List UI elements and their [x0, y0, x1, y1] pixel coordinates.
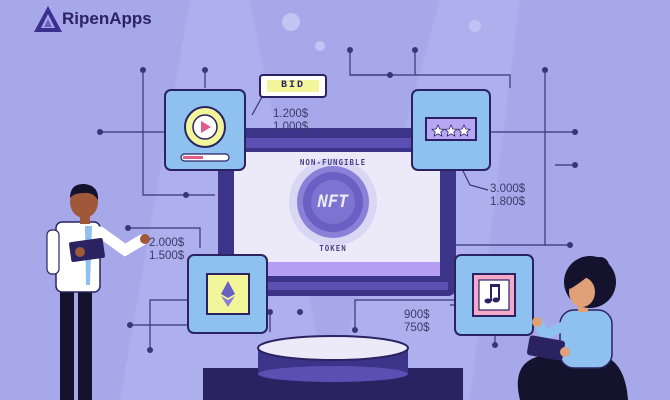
- price-previous: 1.800$: [490, 196, 526, 208]
- nft-coin-label: NFT: [317, 192, 349, 212]
- screen-top-label: NON-FUNGIBLE: [299, 158, 367, 167]
- woman-figure: [517, 256, 628, 400]
- brand-name: RipenApps: [62, 9, 152, 28]
- music-note-icon: [484, 284, 500, 304]
- price-previous: 1.500$: [149, 250, 185, 262]
- price-current: 2.000$: [149, 237, 185, 249]
- stars-icon: [430, 124, 472, 137]
- nft-card-music: [454, 254, 534, 336]
- bid-label: BID: [267, 80, 319, 92]
- podium: [203, 335, 463, 400]
- price-current: 3.000$: [490, 183, 526, 195]
- man-figure: [46, 183, 150, 400]
- price-ethereum: 2.000$ 1.500$: [149, 237, 184, 263]
- nft-card-rating: [411, 89, 491, 171]
- price-music: 900$ 750$: [404, 309, 430, 335]
- bid-tag: BID: [259, 74, 327, 98]
- brand: RipenApps: [62, 9, 152, 29]
- ethereum-icon: [221, 281, 235, 307]
- screen-bottom-label: TOKEN: [319, 244, 347, 253]
- nft-monitor: [218, 128, 456, 296]
- price-video: 1.200$ 1.000$: [273, 108, 308, 134]
- price-rating: 3.000$ 1.800$: [490, 183, 525, 209]
- price-current: 1.200$: [273, 108, 309, 120]
- price-current: 900$: [404, 309, 430, 321]
- ripenapps-logo-icon: [34, 6, 62, 32]
- nft-card-video: [164, 89, 246, 171]
- price-previous: 750$: [404, 322, 430, 334]
- price-previous: 1.000$: [273, 121, 309, 133]
- play-icon: [201, 121, 211, 133]
- nft-card-ethereum: [187, 254, 268, 334]
